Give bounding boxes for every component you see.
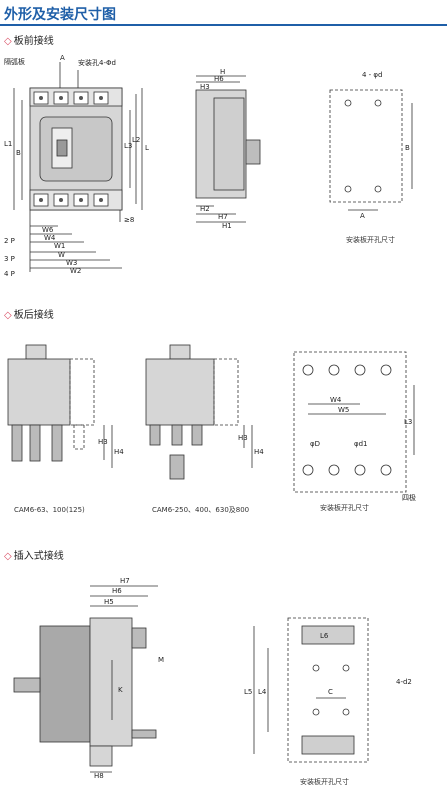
label-L: L xyxy=(145,144,149,152)
plugin-view-breaker xyxy=(13,585,158,773)
label-plugin-K: K xyxy=(118,686,123,694)
section-heading-front: ◇板前接线 xyxy=(4,36,54,47)
label-4p: 4 P xyxy=(4,270,15,278)
panel-caption-plugin: 安装板开孔尺寸 xyxy=(300,777,349,786)
label-rear-W5: W5 xyxy=(338,406,349,414)
label-phid1: φd1 xyxy=(354,440,368,448)
label-plugin-M: M xyxy=(158,656,164,664)
rear-view-breaker-1 xyxy=(7,344,113,468)
label-3p: 3 P xyxy=(4,255,15,263)
label-rear-W4: W4 xyxy=(330,396,342,404)
label-H: H xyxy=(220,68,225,76)
page-title: 外形及安装尺寸图 xyxy=(4,7,116,23)
label-plugin-H7: H7 xyxy=(120,577,130,585)
label-phiD: φD xyxy=(310,440,320,448)
label-mount-hole: 安装孔4-Φd xyxy=(78,58,116,67)
label-plugin-H6: H6 xyxy=(112,587,122,595)
label-H7: H7 xyxy=(218,213,228,221)
label-rear-H4a: H4 xyxy=(114,448,124,456)
label-L3: L3 xyxy=(124,142,132,150)
label-model-2: CAM6-250、400、630及800 xyxy=(152,506,249,514)
label-H6: H6 xyxy=(214,75,224,83)
label-W4: W4 xyxy=(44,234,56,242)
label-H1: H1 xyxy=(222,222,232,230)
label-B: B xyxy=(16,149,21,157)
label-W1: W1 xyxy=(54,242,65,250)
label-W: W xyxy=(58,251,65,259)
rear-view-breaker-2 xyxy=(145,344,253,480)
label-L2: L2 xyxy=(132,136,140,144)
label-plugin-H5: H5 xyxy=(104,598,114,606)
label-plugin-L5: L5 xyxy=(244,688,252,696)
label-ge8: ≥8 xyxy=(124,216,134,224)
panel-caption-front: 安装板开孔尺寸 xyxy=(346,235,395,244)
label-H3: H3 xyxy=(200,83,210,91)
title-underline xyxy=(0,24,447,26)
label-W6: W6 xyxy=(42,226,54,234)
diamond-bullet-icon: ◇ xyxy=(4,551,12,562)
rear-panel-cutout xyxy=(293,351,415,493)
label-A: A xyxy=(60,54,65,62)
label-rear-H3a: H3 xyxy=(98,438,108,446)
label-dim-B: B xyxy=(405,144,410,152)
label-rear-H3b: H3 xyxy=(238,434,248,442)
diamond-bullet-icon: ◇ xyxy=(4,36,12,47)
label-H2: H2 xyxy=(200,205,210,213)
section-heading-plugin: ◇插入式接线 xyxy=(4,551,64,562)
section-heading-rear: ◇板后接线 xyxy=(4,310,54,321)
label-four-pole: 四极 xyxy=(402,493,416,502)
label-L1: L1 xyxy=(4,140,12,148)
label-dim-A: A xyxy=(360,212,365,220)
label-W3: W3 xyxy=(66,259,77,267)
diamond-bullet-icon: ◇ xyxy=(4,310,12,321)
panel-caption-rear: 安装板开孔尺寸 xyxy=(320,503,369,512)
label-W2: W2 xyxy=(70,267,81,275)
label-plugin-C: C xyxy=(328,688,333,696)
front-panel-cutout xyxy=(329,89,413,211)
label-arc-cover: 隔弧板 xyxy=(4,57,25,66)
label-rear-H4b: H4 xyxy=(254,448,264,456)
side-view-breaker xyxy=(195,75,261,223)
label-rear-L3: L3 xyxy=(404,418,412,426)
label-plugin-d2: 4-d2 xyxy=(396,678,412,686)
plugin-panel-cutout xyxy=(253,617,369,763)
label-model-1: CAM6-63、100(125) xyxy=(14,506,85,514)
label-2p: 2 P xyxy=(4,237,15,245)
label-plugin-H8: H8 xyxy=(94,772,104,780)
front-view-breaker xyxy=(13,62,143,272)
label-hole-4d: 4 - φd xyxy=(362,71,383,79)
label-plugin-L4: L4 xyxy=(258,688,267,696)
label-plugin-L6: L6 xyxy=(320,632,329,640)
